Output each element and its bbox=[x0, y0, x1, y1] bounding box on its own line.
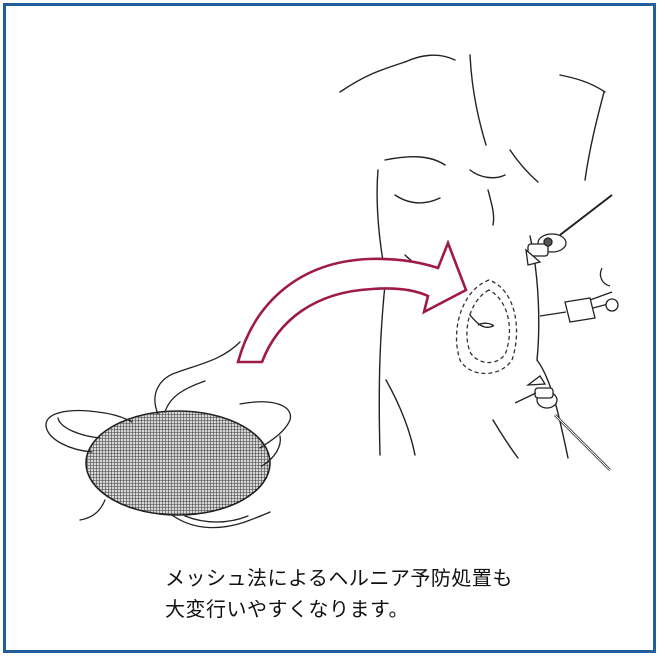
mesh-patch-icon bbox=[46, 342, 290, 528]
caption-line-1: メッシュ法によるヘルニア予防処置も bbox=[165, 563, 625, 594]
abdomen-outline-icon bbox=[340, 55, 605, 458]
curved-arrow-icon bbox=[238, 243, 466, 362]
caption-line-2: 大変行いやすくなります。 bbox=[165, 594, 625, 625]
caption: メッシュ法によるヘルニア予防処置も 大変行いやすくなります。 bbox=[165, 563, 625, 625]
